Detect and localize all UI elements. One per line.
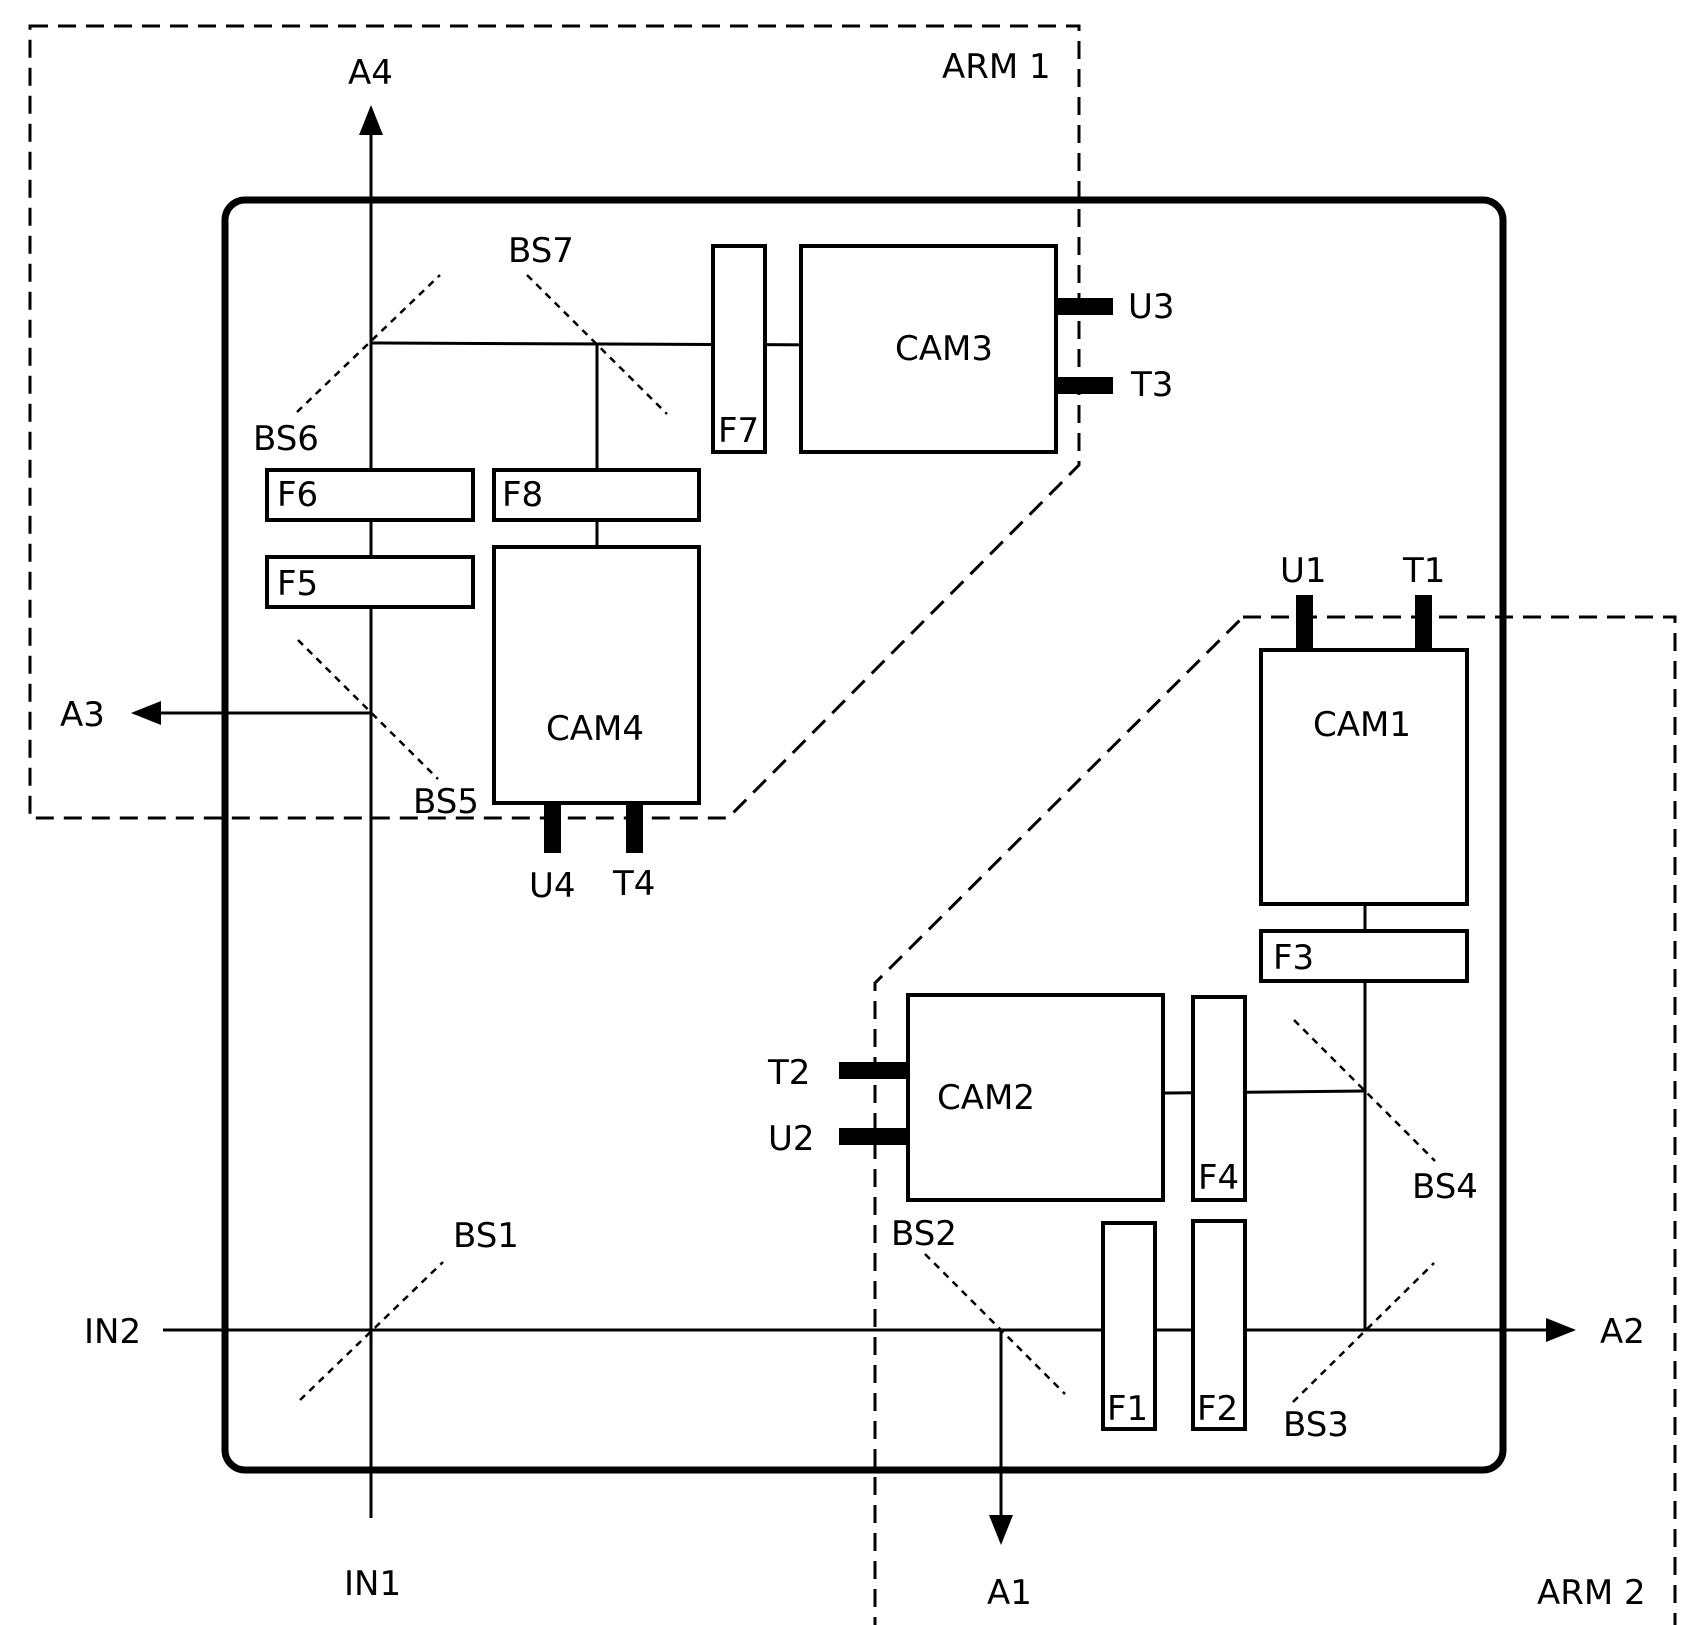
connector-t3-tab [1056, 377, 1113, 394]
t2-label: T2 [767, 1053, 810, 1093]
camera-cam4 [492, 545, 701, 805]
filter-f5 [265, 555, 475, 609]
cam2-label: CAM2 [937, 1078, 1035, 1118]
filter-f8 [492, 468, 701, 522]
a4-label: A4 [348, 53, 393, 93]
filter-f2 [1191, 1219, 1247, 1431]
connector-u1-tab [1296, 595, 1313, 650]
bs2-label: BS2 [891, 1214, 957, 1254]
arm2-region [873, 615, 1677, 1625]
f1-label: F1 [1107, 1389, 1148, 1429]
bs5-label: BS5 [413, 782, 479, 822]
connector-u4-tab [544, 803, 561, 853]
a3-label: A3 [60, 695, 105, 735]
f5-label: F5 [277, 564, 318, 604]
f8-label: F8 [502, 475, 543, 515]
filter-f3 [1259, 929, 1469, 983]
cam4-label: CAM4 [546, 709, 644, 749]
f3-label: F3 [1273, 938, 1314, 978]
cam3-label: CAM3 [895, 329, 993, 369]
connector-u3-tab [1056, 298, 1113, 315]
connector-t2-tab [839, 1062, 908, 1079]
bs2-mirror [924, 1253, 1066, 1395]
t4-label: T4 [612, 864, 655, 904]
f2-label: F2 [1197, 1389, 1238, 1429]
in1-label: IN1 [344, 1564, 401, 1604]
u1-label: U1 [1280, 551, 1327, 591]
bs5-mirror [297, 639, 439, 780]
u4-label: U4 [529, 866, 576, 906]
arm1-label: ARM 1 [942, 47, 1051, 87]
bs7-label: BS7 [508, 231, 574, 271]
filter-f7 [711, 244, 767, 454]
a2-label: A2 [1600, 1312, 1645, 1352]
bs3-mirror [1292, 1262, 1435, 1403]
bs7-mirror [526, 274, 668, 415]
u3-label: U3 [1128, 287, 1175, 327]
arm2-label: ARM 2 [1537, 1573, 1646, 1613]
cam1-label: CAM1 [1313, 705, 1411, 745]
filter-f1 [1101, 1221, 1157, 1431]
connector-u2-tab [839, 1128, 908, 1145]
f4-label: F4 [1198, 1158, 1239, 1198]
bs3-label: BS3 [1283, 1405, 1349, 1445]
camera-cam3 [799, 244, 1058, 454]
filter-f6 [265, 468, 475, 522]
bs4-label: BS4 [1412, 1167, 1478, 1207]
f6-label: F6 [277, 475, 318, 515]
connector-t4-tab [626, 803, 643, 853]
bs6-label: BS6 [253, 419, 319, 459]
u2-label: U2 [768, 1119, 815, 1159]
arm1-region [28, 24, 1081, 820]
filter-f4 [1191, 995, 1247, 1202]
a1-label: A1 [987, 1573, 1032, 1613]
camera-cam1 [1259, 648, 1469, 906]
main-housing [221, 196, 1507, 1474]
connector-t1-tab [1415, 595, 1432, 650]
t1-label: T1 [1402, 551, 1445, 591]
t3-label: T3 [1130, 365, 1173, 405]
bs1-label: BS1 [453, 1216, 519, 1256]
camera-cam2 [906, 993, 1165, 1202]
f7-label: F7 [718, 411, 759, 451]
in2-label: IN2 [84, 1312, 141, 1352]
